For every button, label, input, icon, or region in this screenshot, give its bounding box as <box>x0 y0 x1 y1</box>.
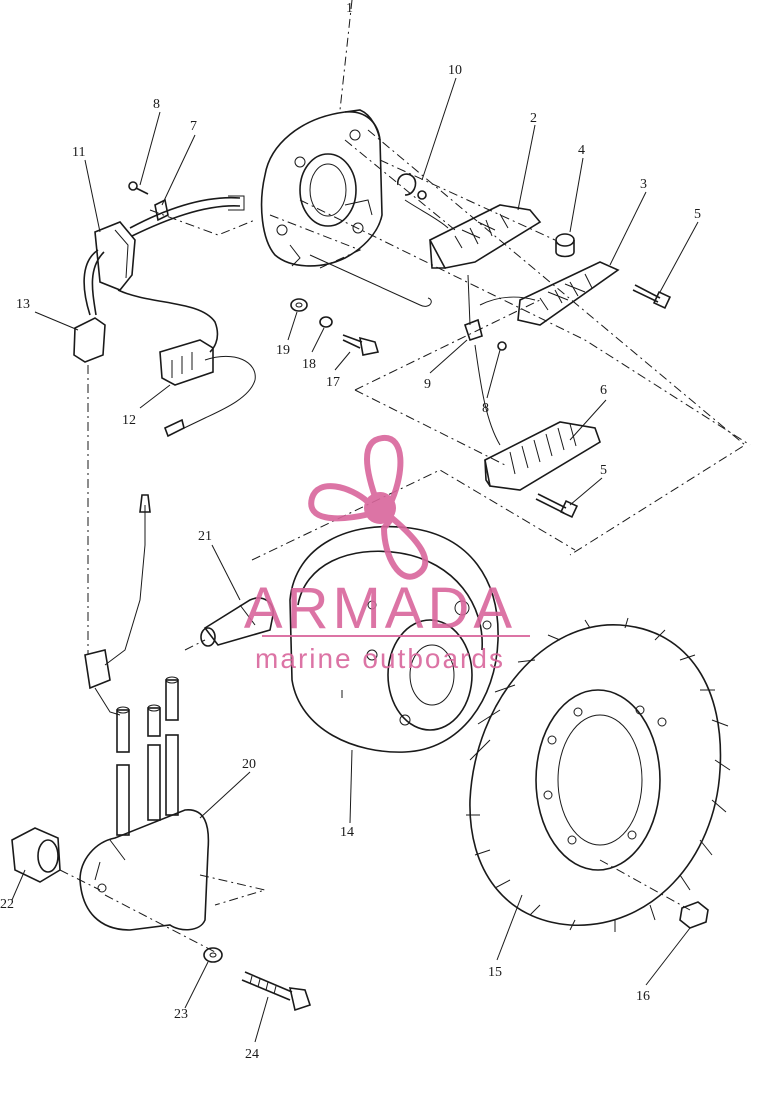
label-part-22: 22 <box>0 897 14 912</box>
label-part-11: 11 <box>72 145 85 160</box>
label-part-12: 12 <box>122 413 136 428</box>
part-labels: 1 10 2 4 3 5 8 7 11 13 19 18 17 9 8 12 6… <box>0 1 701 1062</box>
label-part-13: 13 <box>16 297 30 312</box>
screw-8-upper <box>128 181 149 195</box>
label-part-18: 18 <box>302 357 316 372</box>
watermark-brand: ARMADA <box>244 576 516 641</box>
stator-base-plate <box>260 109 383 267</box>
label-part-8-upper: 8 <box>153 97 160 112</box>
armada-watermark-logo: ARMADA marine outboards <box>244 435 530 674</box>
washer-19 <box>290 298 308 312</box>
charge-coil <box>428 204 542 269</box>
cooling-fan-flywheel <box>466 617 731 932</box>
label-part-15: 15 <box>488 965 502 980</box>
label-part-7: 7 <box>190 119 197 134</box>
label-part-5-upper: 5 <box>694 207 701 222</box>
label-part-3: 3 <box>640 177 647 192</box>
spacer-collar <box>555 233 575 258</box>
connector-12 <box>159 339 214 438</box>
screw-lower <box>535 493 579 519</box>
cable-clip <box>397 173 427 200</box>
cdi-harness-block <box>94 195 245 291</box>
propeller-icon <box>308 435 429 580</box>
bolt-17 <box>342 334 380 356</box>
label-part-5-lower: 5 <box>600 463 607 478</box>
spark-plug-cap <box>200 597 274 647</box>
wire-clamp <box>154 198 169 222</box>
cap-13 <box>73 317 106 363</box>
coil-connector <box>84 494 151 716</box>
label-part-19: 19 <box>276 343 290 358</box>
label-part-6: 6 <box>600 383 607 398</box>
plug-22 <box>11 827 61 883</box>
label-part-17: 17 <box>326 375 340 390</box>
label-part-9: 9 <box>424 377 431 392</box>
pulser-coil <box>517 261 620 326</box>
washer-23 <box>203 947 223 963</box>
label-part-16: 16 <box>636 989 650 1004</box>
assembly-guide-lines <box>59 0 751 953</box>
bolt-24 <box>241 971 312 1012</box>
screw-upper <box>632 284 672 310</box>
lighting-coil <box>484 421 601 491</box>
bolt-16 <box>679 901 709 929</box>
label-part-8-lower: 8 <box>482 401 489 416</box>
label-part-14: 14 <box>340 825 354 840</box>
leader-lines <box>11 77 699 1043</box>
label-part-21: 21 <box>198 529 212 544</box>
label-part-2: 2 <box>530 111 537 126</box>
washer-18 <box>319 316 333 328</box>
label-part-20: 20 <box>242 757 256 772</box>
watermark-tagline: marine outboards <box>255 643 505 674</box>
label-part-24: 24 <box>245 1047 259 1062</box>
label-part-23: 23 <box>174 1007 188 1022</box>
label-part-4: 4 <box>578 143 585 158</box>
wiring-leads <box>83 199 536 446</box>
lead-clamp <box>463 318 483 342</box>
ignition-coil <box>79 676 210 931</box>
label-part-1: 1 <box>346 1 353 16</box>
screw-8-lower <box>497 341 507 351</box>
label-part-10: 10 <box>448 63 462 78</box>
flywheel-rotor <box>289 525 499 753</box>
